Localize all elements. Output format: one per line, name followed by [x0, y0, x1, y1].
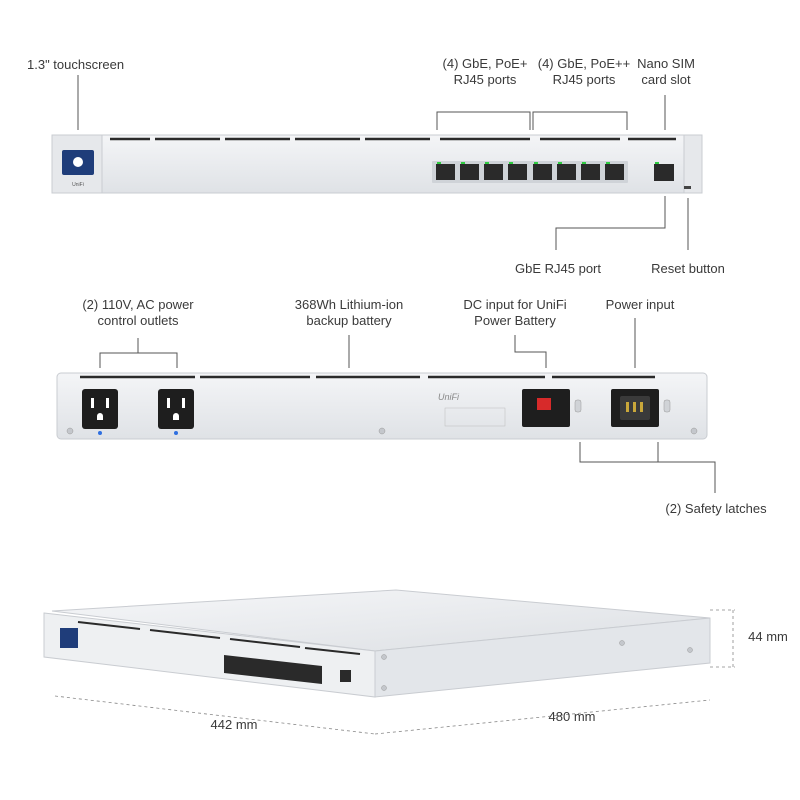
- gbe-rj45-port-shape: [654, 164, 674, 181]
- ac-outlet-2: [158, 389, 194, 435]
- label-battery: 368Wh Lithium-ion backup battery: [294, 297, 404, 328]
- front-view: UniFi: [51, 75, 703, 250]
- rear-view: UniFi: [56, 318, 716, 493]
- label-touchscreen: 1.3" touchscreen: [27, 57, 125, 72]
- label-height-dimension: 44 mm: [748, 629, 788, 644]
- reset-button-shape: [684, 186, 691, 189]
- label-power-outlets: (2) 110V, AC power control outlets: [82, 297, 194, 328]
- power-input-shape: [611, 389, 671, 427]
- label-gbe-rj45-port: GbE RJ45 port: [515, 261, 601, 276]
- perspective-view: [43, 589, 735, 735]
- perspective-rj45-ports: [224, 655, 322, 684]
- front-rj45-ports: [432, 161, 628, 183]
- label-width-dimension: 442 mm: [210, 717, 258, 732]
- front-brand-mark: UniFi: [72, 182, 84, 188]
- dimension-lines: [54, 609, 735, 735]
- label-dc-input: DC input for UniFi Power Battery: [463, 297, 567, 328]
- dc-input-shape: [522, 389, 582, 427]
- rear-brand-mark: UniFi: [438, 392, 460, 402]
- label-safety-latches: (2) Safety latches: [665, 501, 767, 516]
- front-leader-lines: [77, 75, 689, 250]
- label-nano-sim: Nano SIM card slot: [637, 56, 695, 87]
- label-power-input: Power input: [605, 297, 675, 312]
- rear-leader-lines: [99, 318, 716, 493]
- label-reset-button: Reset button: [651, 261, 725, 276]
- ac-outlet-1: [82, 389, 118, 435]
- front-right-ear: [683, 134, 703, 194]
- label-depth-dimension: 480 mm: [548, 709, 596, 724]
- label-gbe-poe-plus-plus: (4) GbE, PoE++ RJ45 ports: [537, 56, 631, 87]
- label-gbe-poe-plus: (4) GbE, PoE+ RJ45 ports: [442, 56, 528, 87]
